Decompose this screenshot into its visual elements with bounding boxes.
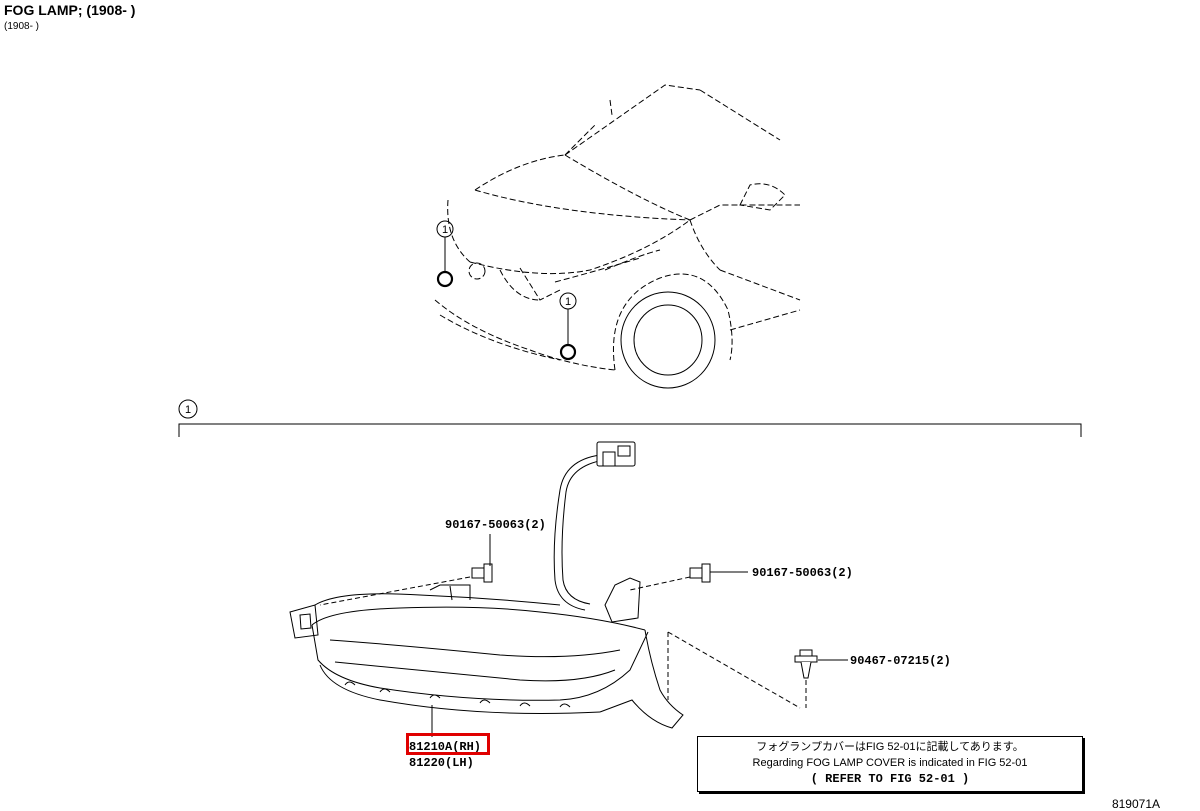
car-front-illustration [434, 84, 801, 371]
selected-part-highlight[interactable] [406, 733, 490, 755]
bracket-callout-number: 1 [185, 404, 191, 416]
part-label-clip: 90467-07215(2) [850, 654, 951, 668]
leader-lines [431, 534, 848, 737]
bolt-upper-right [689, 563, 711, 583]
callout-number-right: 1 [565, 296, 571, 308]
callout-number-left: 1 [442, 224, 448, 236]
bolt-upper-left [471, 563, 493, 583]
part-label-bolt-upper-right: 90167-50063(2) [752, 566, 853, 580]
note-line-en: Regarding FOG LAMP COVER is indicated in… [752, 757, 1028, 769]
reference-note: フォグランプカバーはFIG 52-01に記載してあります。 Regarding … [697, 736, 1083, 792]
note-line-jp: フォグランプカバーはFIG 52-01に記載してあります。 [756, 741, 1024, 753]
clip [794, 649, 818, 679]
front-wheel [620, 291, 716, 389]
fog-lamp-location-markers [436, 220, 577, 361]
part-label-lamp-rh: 81210A(RH) [409, 740, 481, 754]
part-label-lamp-lh: 81220(LH) [409, 756, 474, 770]
fog-lamp-housing [289, 577, 684, 729]
figure-code: 819071A [1111, 797, 1160, 811]
dashed-guide-lines [319, 576, 807, 709]
assembly-bracket [178, 399, 1082, 437]
note-line-ref: ( REFER TO FIG 52-01 ) [810, 772, 970, 786]
wiring-harness [553, 454, 605, 611]
connector [596, 441, 636, 467]
page-title: FOG LAMP; (1908- ) [4, 2, 136, 18]
part-label-bolt-upper-left: 90167-50063(2) [445, 518, 546, 532]
page-subtitle: (1908- ) [4, 21, 40, 32]
